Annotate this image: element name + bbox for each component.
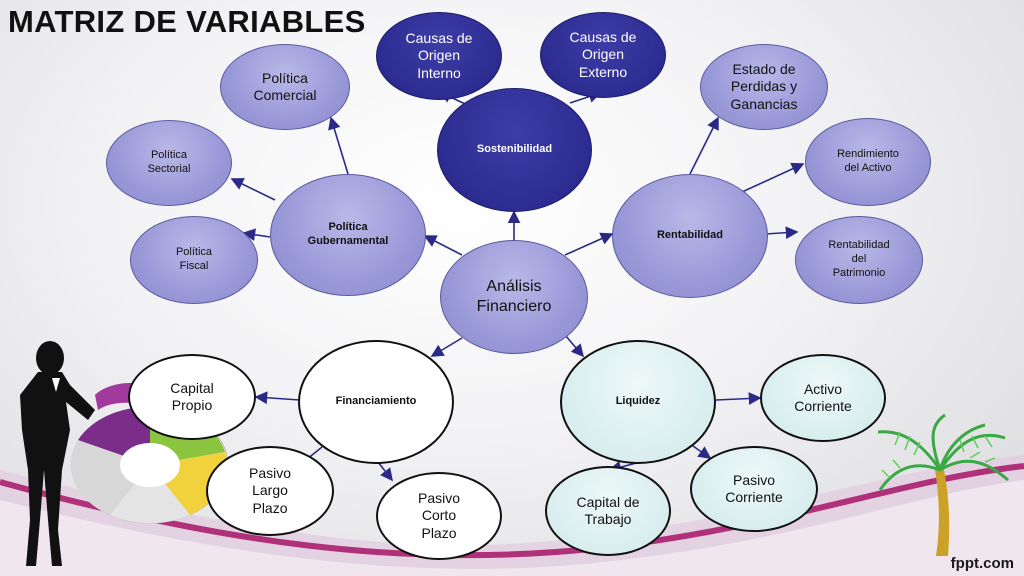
node-financiamiento: Financiamiento: [298, 340, 454, 464]
node-sostenibilidad: Sostenibilidad: [437, 88, 592, 212]
node-causas-externo: Causas de Origen Externo: [540, 12, 666, 98]
node-label: Pasivo Corto Plazo: [417, 489, 461, 541]
arrow-analisis-politica: [423, 235, 463, 256]
arrow-analisis-liquidez: [564, 334, 585, 358]
node-politica-fiscal: Política Fiscal: [130, 216, 258, 304]
node-label: Pasivo Largo Plazo: [248, 464, 292, 516]
arrow-rent-estado: [689, 116, 719, 175]
node-analisis-financiero: Análisis Financiero: [440, 240, 588, 354]
node-label: Rentabilidad del Patrimonio: [828, 239, 890, 279]
node-estado-pyg: Estado de Perdidas y Ganancias: [700, 44, 828, 130]
node-liquidez: Liquidez: [560, 340, 716, 464]
arrow-liq-pasivo: [692, 445, 712, 459]
node-causas-interno: Causas de Origen Interno: [376, 12, 502, 100]
node-label: Liquidez: [615, 395, 661, 408]
node-rentabilidad-patrimonio: Rentabilidad del Patrimonio: [795, 216, 923, 304]
node-label: Política Comercial: [253, 69, 317, 104]
arrow-analisis-rentabilidad: [564, 232, 614, 256]
node-label: Capital Propio: [170, 379, 214, 414]
node-pasivo-largo-plazo: Pasivo Largo Plazo: [206, 446, 334, 536]
arrow-pol-sectorial: [230, 178, 276, 201]
arrow-fin-corto: [377, 461, 393, 482]
node-capital-propio: Capital Propio: [128, 354, 256, 440]
node-pasivo-corto-plazo: Pasivo Corto Plazo: [376, 472, 502, 560]
node-label: Pasivo Corriente: [725, 471, 783, 506]
arrow-rent-patrimonio: [764, 226, 799, 240]
node-label: Política Sectorial: [147, 149, 191, 175]
wave-purple: [0, 463, 1024, 559]
node-label: Sostenibilidad: [476, 143, 553, 156]
node-capital-trabajo: Capital de Trabajo: [545, 466, 671, 556]
node-label: Activo Corriente: [794, 380, 852, 415]
arrow-fin-capital: [254, 391, 301, 405]
node-politica-comercial: Política Comercial: [220, 44, 350, 130]
node-label: Causas de Origen Interno: [405, 29, 473, 81]
businesswoman-silhouette: [20, 341, 95, 566]
node-label: Rentabilidad: [656, 229, 723, 242]
node-label: Política Gubernamental: [307, 221, 389, 247]
node-label: Estado de Perdidas y Ganancias: [730, 60, 798, 112]
arrow-rent-activo: [741, 162, 805, 193]
node-label: Causas de Origen Externo: [569, 28, 637, 80]
node-rendimiento-activo: Rendimiento del Activo: [805, 118, 931, 206]
node-pasivo-corriente: Pasivo Corriente: [690, 446, 818, 532]
arrow-analisis-financiamiento: [430, 337, 463, 357]
node-label: Análisis Financiero: [476, 278, 552, 315]
node-label: Capital de Trabajo: [576, 493, 640, 528]
arrow-liq-activo: [715, 392, 762, 405]
brand-watermark: fppt.com: [950, 555, 1014, 572]
wave-white: [0, 480, 1024, 576]
node-activo-corriente: Activo Corriente: [760, 354, 886, 442]
node-rentabilidad: Rentabilidad: [612, 174, 768, 298]
slide-title: MATRIZ DE VARIABLES: [8, 4, 366, 39]
node-label: Rendimiento del Activo: [837, 148, 899, 174]
palm-tree: [877, 413, 1009, 556]
node-label: Política Fiscal: [175, 246, 213, 272]
node-politica-gubernamental: Política Gubernamental: [270, 174, 426, 296]
node-label: Financiamiento: [335, 395, 417, 408]
node-politica-sectorial: Política Sectorial: [106, 120, 232, 206]
arrow-pol-comercial: [328, 116, 349, 175]
arrow-pol-fiscal: [242, 228, 271, 242]
